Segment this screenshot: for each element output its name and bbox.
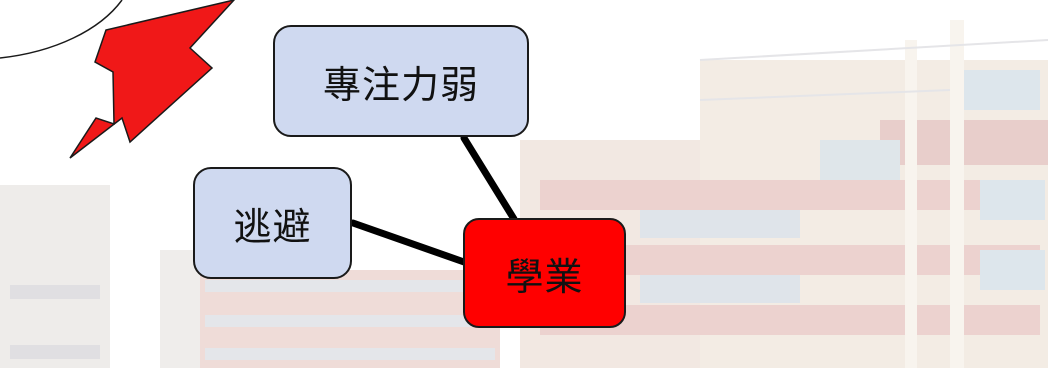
node-academics-label: 學業 [505, 254, 584, 299]
node-avoidance-label: 逃避 [233, 204, 312, 249]
red-arrow-shape [69, 0, 236, 159]
node-academics: 學業 [463, 218, 626, 328]
node-weak-concentration: 專注力弱 [273, 25, 529, 137]
node-weak-concentration-label: 專注力弱 [322, 62, 479, 107]
node-avoidance: 逃避 [193, 167, 352, 279]
connector-focus-study [460, 134, 518, 223]
connector-avoid-study [349, 219, 468, 266]
speech-bubble-arc [0, 0, 123, 59]
